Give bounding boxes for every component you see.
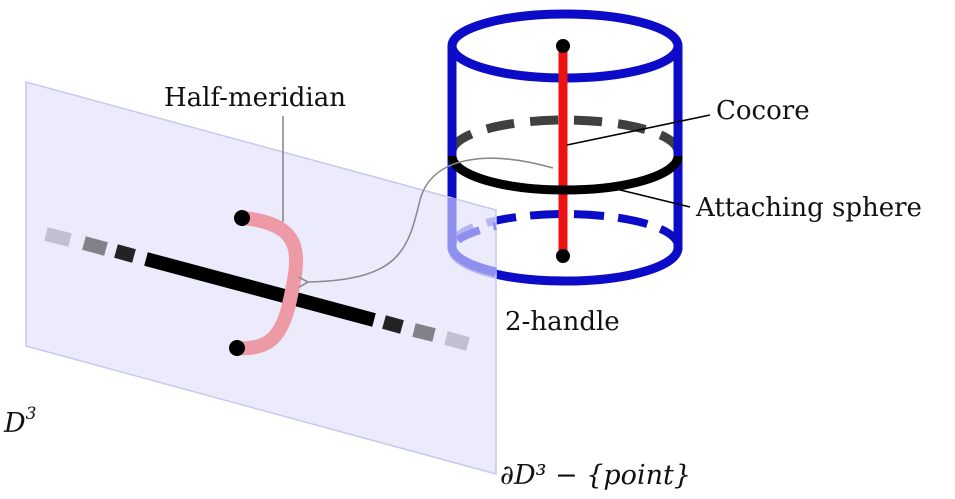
half-meridian-arc <box>230 211 304 356</box>
attaching-sphere-leader <box>611 187 691 208</box>
ball-label-base: D <box>3 408 26 439</box>
isotopy-arrow <box>298 157 554 288</box>
two-handle-label: 2-handle <box>505 307 620 337</box>
half-meridian-top-dot <box>234 210 250 226</box>
cylinder-back-arc-through-plane <box>455 222 497 244</box>
boundary-label: ∂D³ − {point} <box>500 460 691 491</box>
attaching-sphere-back-arc <box>447 115 683 153</box>
core-line-dashes-left <box>44 227 136 263</box>
half-meridian-label: Half-meridian <box>164 83 346 113</box>
attaching-sphere-front-arc <box>447 155 683 195</box>
cocore-top-dot <box>556 39 570 53</box>
half-meridian-bottom-dot <box>229 340 245 356</box>
ball-label-exponent: 3 <box>26 404 37 424</box>
cocore-label: Cocore <box>716 96 810 126</box>
attaching-sphere-label: Attaching sphere <box>695 193 922 223</box>
cocore-bottom-dot <box>556 249 570 263</box>
cylinder-bottom-arc-through-plane <box>447 246 497 277</box>
ball-label: D3 <box>3 404 36 439</box>
boundary-plane <box>25 81 497 475</box>
cocore-leader <box>566 114 711 146</box>
core-line <box>144 252 376 327</box>
core-line-dashes-right <box>382 315 470 351</box>
